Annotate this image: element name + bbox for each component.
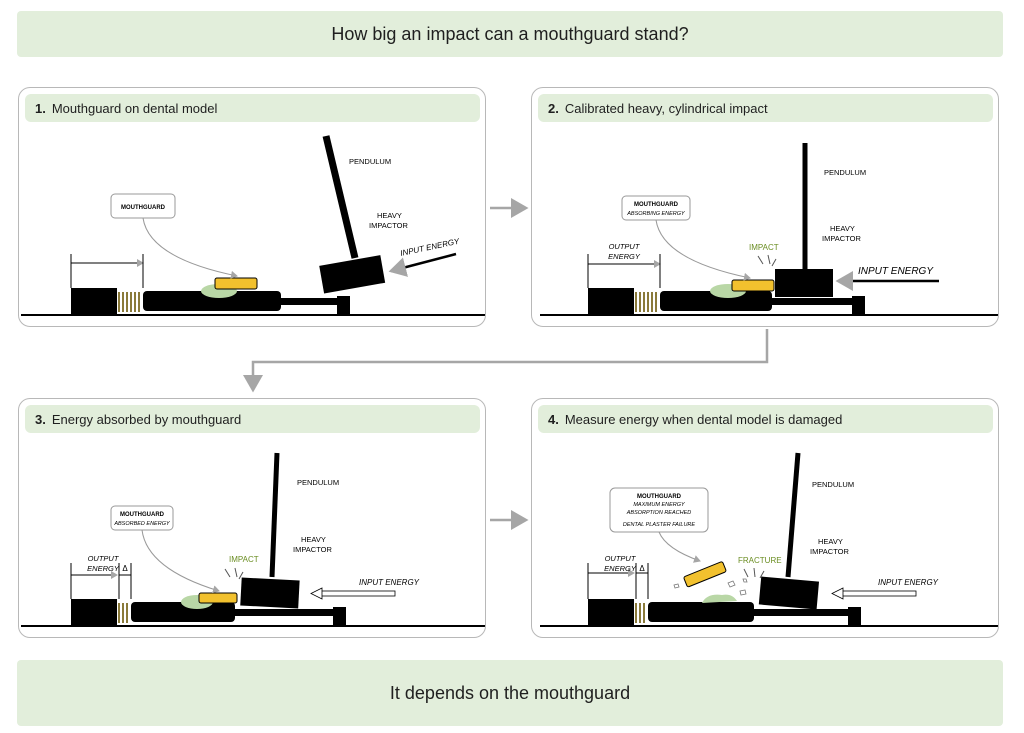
output-energy-label: OUTPUT — [88, 554, 120, 563]
panel-step-3: 3. Energy absorbed by mouthguard OUTPUT … — [18, 398, 486, 638]
output-energy-label: ENERGY — [87, 564, 120, 573]
pendulum-label: PENDULUM — [349, 157, 391, 166]
panel-step-1: 1. Mouthguard on dental model MOUTHGUARD… — [18, 87, 486, 327]
heavy-impactor — [240, 577, 300, 609]
delta-label: Δ — [122, 564, 128, 573]
input-energy-arrow — [831, 587, 917, 600]
end-stop — [848, 607, 861, 626]
pendulum-arm — [785, 452, 801, 578]
spring — [635, 292, 657, 312]
mouthguard-sub-label: ABSORBED ENERGY — [113, 521, 170, 527]
impactor-label: IMPACTOR — [810, 547, 849, 556]
mouthguard-label: MOUTHGUARD — [121, 205, 166, 211]
impact-marks — [757, 254, 777, 267]
impactor-label: HEAVY — [818, 537, 843, 546]
input-energy-label: INPUT ENERGY — [858, 266, 934, 277]
end-stop — [852, 296, 865, 315]
heavy-impactor — [758, 576, 820, 610]
arrow-2-to-3 — [243, 329, 769, 393]
page-title: How big an impact can a mouthguard stand… — [331, 23, 689, 44]
input-energy-arrow — [310, 587, 396, 600]
guide-rod — [281, 298, 341, 305]
panel-step-2: 2. Calibrated heavy, cylindrical impact … — [531, 87, 999, 327]
output-energy-label: ENERGY — [604, 564, 637, 573]
spring — [118, 603, 128, 623]
output-energy-label: ENERGY — [608, 252, 641, 261]
test-rig-diagram: MOUTHGUARD PENDULUM HEAVY IMPACTOR INPUT… — [21, 135, 485, 316]
impactor-label: IMPACTOR — [369, 221, 408, 230]
guide-rod — [235, 609, 341, 616]
fixed-block — [71, 288, 117, 314]
title-banner: How big an impact can a mouthguard stand… — [17, 11, 1003, 57]
mouthguard-sub-label: ABSORBING ENERGY — [626, 211, 685, 217]
panel-title: 3. Energy absorbed by mouthguard — [25, 405, 480, 433]
end-stop — [337, 296, 350, 315]
plaster-fragments — [673, 578, 748, 596]
fractured-gum — [702, 594, 737, 603]
impactor-label: HEAVY — [830, 224, 855, 233]
panel-title: 2. Calibrated heavy, cylindrical impact — [538, 94, 993, 122]
input-energy-label: INPUT ENERGY — [359, 578, 420, 587]
pendulum-label: PENDULUM — [824, 168, 866, 177]
input-energy-label: INPUT ENERGY — [878, 578, 939, 587]
delta-label: Δ — [639, 564, 645, 573]
impact-label: IMPACT — [229, 555, 259, 564]
heavy-impactor — [319, 255, 386, 294]
dental-model-base — [660, 291, 772, 311]
mouthguard-label: MOUTHGUARD — [637, 494, 682, 500]
guide-rod — [772, 298, 854, 305]
spring — [118, 292, 140, 312]
output-energy-label: OUTPUT — [605, 554, 637, 563]
impactor-label: HEAVY — [377, 211, 402, 220]
panel-step-4: 4. Measure energy when dental model is d… — [531, 398, 999, 638]
dental-model-base — [143, 291, 281, 311]
heavy-impactor — [775, 269, 833, 297]
conclusion-banner: It depends on the mouthguard — [17, 660, 1003, 726]
impactor-label: HEAVY — [301, 535, 326, 544]
panel-title: 4. Measure energy when dental model is d… — [538, 405, 993, 433]
mouthguard-label: MOUTHGUARD — [634, 202, 679, 208]
spring — [635, 603, 645, 623]
dental-model-base — [648, 602, 754, 622]
fixed-block — [71, 599, 117, 625]
test-rig-diagram: OUTPUT ENERGY Δ MOUTHGUARD ABSORBED ENER… — [21, 452, 485, 627]
mouthguard — [731, 279, 775, 292]
dental-model-base — [131, 602, 235, 622]
impactor-label: IMPACTOR — [293, 545, 332, 554]
test-rig-diagram: OUTPUT ENERGY MOUTHGUARD ABSORBING ENERG… — [540, 143, 998, 316]
pendulum-arm — [269, 452, 280, 578]
mouthguard — [214, 277, 258, 290]
test-rig-diagram: OUTPUT ENERGY Δ MOUTHGUARD MAXIMUM ENERG… — [540, 452, 998, 627]
mouthguard — [198, 592, 238, 604]
fracture-marks — [743, 567, 765, 579]
mouthguard-sub-label: MAXIMUM ENERGY — [633, 502, 685, 508]
mouthguard-label: MOUTHGUARD — [120, 512, 165, 518]
guide-rod — [754, 609, 854, 616]
mouthguard-sub-label: ABSORPTION REACHED — [626, 510, 692, 516]
end-stop — [333, 607, 346, 626]
impact-marks — [224, 567, 244, 580]
panel-title: 1. Mouthguard on dental model — [25, 94, 480, 122]
pendulum-label: PENDULUM — [812, 480, 854, 489]
pendulum-label: PENDULUM — [297, 478, 339, 487]
output-energy-label: OUTPUT — [609, 242, 641, 251]
mouthguard-ejected — [683, 561, 727, 588]
fixed-block — [588, 599, 634, 625]
conclusion-text: It depends on the mouthguard — [389, 682, 631, 703]
input-energy-arrow — [388, 252, 457, 277]
fixed-block — [588, 288, 634, 314]
fracture-label: FRACTURE — [738, 556, 782, 565]
impactor-label: IMPACTOR — [822, 234, 861, 243]
impact-label: IMPACT — [749, 243, 779, 252]
mouthguard-sub-label: DENTAL PLASTER FAILURE — [623, 522, 695, 528]
pendulum-arm — [322, 135, 359, 259]
